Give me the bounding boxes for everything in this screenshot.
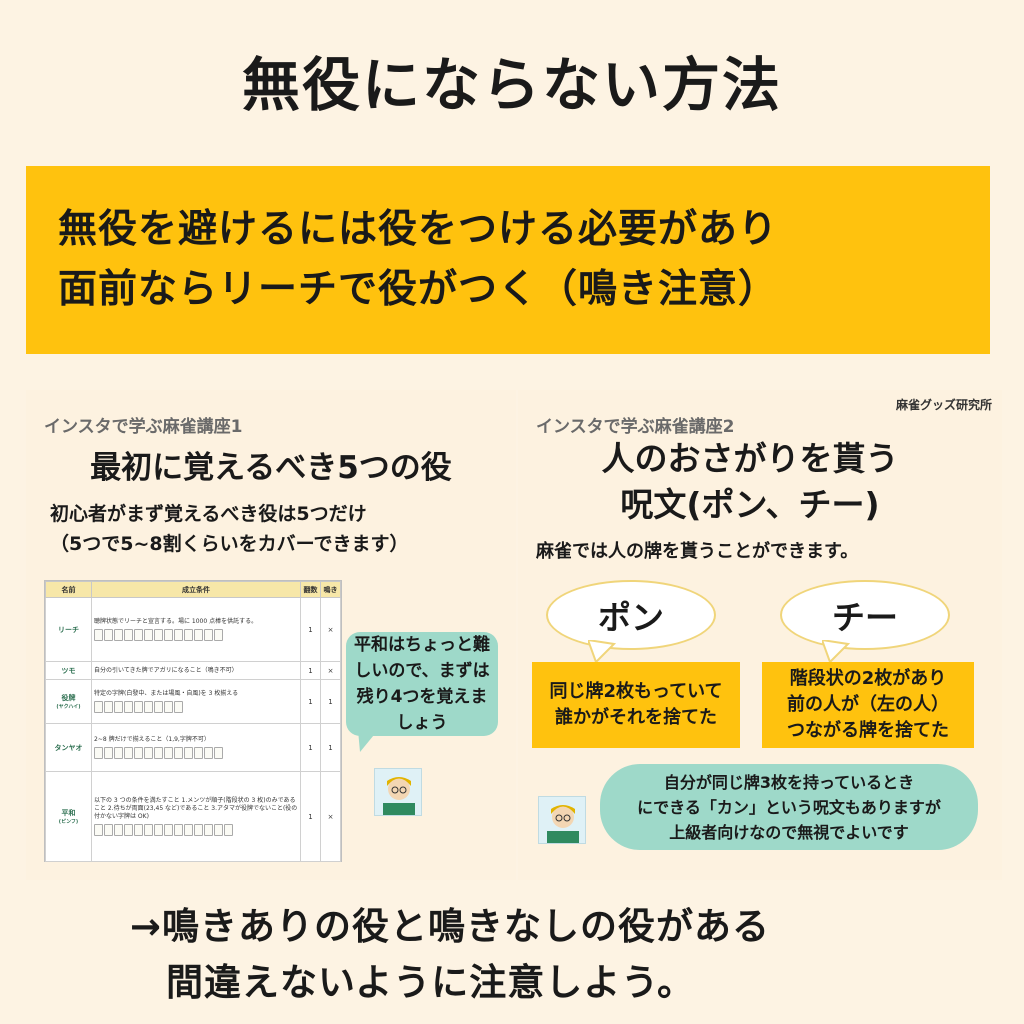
lesson-title: 最初に覚えるべき5つの役 <box>90 450 452 486</box>
pon-description: 同じ牌2枚もっていて 誰かがそれを捨てた <box>532 662 740 748</box>
yaku-name: リーチ <box>45 597 92 662</box>
yaku-condition: 聴牌状態でリーチと宣言する。場に 1000 点棒を供託する。 <box>91 597 301 662</box>
yaku-name: タンヤオ <box>45 723 92 772</box>
table-header: 翻数 <box>300 581 321 598</box>
table-row: タンヤオ 2~8 牌だけで揃えること（1,9,字牌不可） 1 1 <box>45 723 341 772</box>
banner-line-1: 無役を避けるには役をつける必要があり <box>58 207 779 252</box>
kan-note-bubble: 自分が同じ牌3枚を持っているとき にできる「カン」という呪文もありますが 上級者… <box>600 764 978 850</box>
lesson-text-2: （5つで5~8割くらいをカバーできます） <box>50 533 409 555</box>
yaku-naki: 1 <box>320 723 341 772</box>
yaku-han: 1 <box>300 723 321 772</box>
lesson-title-2: 呪文(ポン、チー) <box>620 485 880 524</box>
yaku-name: 平和 (ピンフ) <box>45 771 92 862</box>
yaku-name: ツモ <box>45 661 92 680</box>
yaku-condition: 自分の引いてきた牌でアガリになること（鳴き不可） <box>91 661 301 680</box>
yaku-table: 名前 成立条件 翻数 鳴き リーチ 聴牌状態でリーチと宣言する。場に 1000 … <box>44 580 342 862</box>
yaku-naki: 1 <box>320 679 341 724</box>
bottom-line-2: 間違えないように注意しよう。 <box>166 961 696 1004</box>
summary-banner: 無役を避けるには役をつける必要があり 面前ならリーチで役がつく（鳴き注意） <box>26 166 990 354</box>
yaku-han: 1 <box>300 771 321 862</box>
lesson-1-panel: インスタで学ぶ麻雀講座1 最初に覚えるべき5つの役 初心者がまず覚えるべき役は5… <box>26 390 516 880</box>
brand-label: 麻雀グッズ研究所 <box>895 398 992 412</box>
yaku-han: 1 <box>300 661 321 680</box>
yaku-naki: × <box>320 597 341 662</box>
yaku-naki: × <box>320 661 341 680</box>
page-title: 無役にならない方法 <box>241 51 782 119</box>
series-label: インスタで学ぶ麻雀講座1 <box>44 417 243 437</box>
table-row: 役牌 (ヤクハイ) 特定の字牌(白發中、または場風・自風)を 3 枚揃える 1 … <box>45 679 341 724</box>
table-row: 平和 (ピンフ) 以下の 3 つの条件を満たすこと 1.メンツが順子(階段状の … <box>45 771 341 862</box>
speech-tail <box>822 640 851 664</box>
speech-tail <box>588 640 617 664</box>
tip-bubble: 平和はちょっと難しいので、まずは残り4つを覚えましょう <box>346 632 498 736</box>
yaku-han: 1 <box>300 597 321 662</box>
table-row: リーチ 聴牌状態でリーチと宣言する。場に 1000 点棒を供託する。 1 × <box>45 597 341 662</box>
pon-speech-bubble: ポン <box>546 580 716 650</box>
tile-row <box>94 701 298 713</box>
person-icon <box>547 805 579 843</box>
table-row: ツモ 自分の引いてきた牌でアガリになること（鳴き不可） 1 × <box>45 661 341 680</box>
lesson-text: 麻雀では人の牌を貰うことができます。 <box>536 541 859 562</box>
lesson-text-1: 初心者がまず覚えるべき役は5つだけ <box>50 503 367 525</box>
bottom-line-1: →鳴きありの役と鳴きなしの役がある <box>130 905 771 948</box>
lesson-2-panel: 麻雀グッズ研究所 インスタで学ぶ麻雀講座2 人のおさがりを貰う 呪文(ポン、チー… <box>518 390 1002 880</box>
table-header: 鳴き <box>320 581 341 598</box>
chi-speech-bubble: チー <box>780 580 950 650</box>
tile-row <box>94 747 298 759</box>
lesson-title-1: 人のおさがりを貰う <box>601 439 899 478</box>
table-header: 成立条件 <box>91 581 301 598</box>
bubble-tail <box>358 730 378 752</box>
yaku-condition: 以下の 3 つの条件を満たすこと 1.メンツが順子(階段状の 3 枚)のみである… <box>91 771 301 862</box>
tile-row <box>94 629 298 641</box>
person-icon <box>383 777 415 815</box>
avatar <box>538 796 586 844</box>
chi-description: 階段状の2枚があり 前の人が（左の人） つながる牌を捨てた <box>762 662 974 748</box>
yaku-naki: × <box>320 771 341 862</box>
yaku-name: 役牌 (ヤクハイ) <box>45 679 92 724</box>
yaku-han: 1 <box>300 679 321 724</box>
table-header: 名前 <box>45 581 92 598</box>
tile-row <box>94 824 298 836</box>
series-label: インスタで学ぶ麻雀講座2 <box>536 417 735 437</box>
avatar <box>374 768 422 816</box>
banner-line-2: 面前ならリーチで役がつく（鳴き注意） <box>58 267 779 312</box>
yaku-condition: 2~8 牌だけで揃えること（1,9,字牌不可） <box>91 723 301 772</box>
yaku-condition: 特定の字牌(白發中、または場風・自風)を 3 枚揃える <box>91 679 301 724</box>
